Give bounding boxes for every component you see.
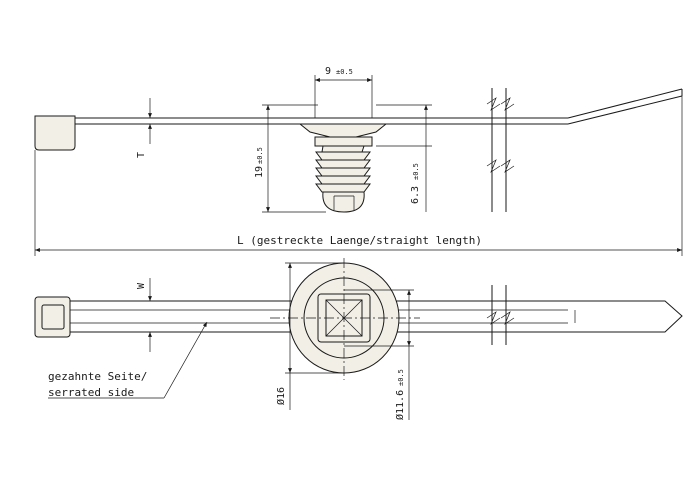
svg-text:Ø16: Ø16 <box>275 387 287 405</box>
svg-text:±0.5: ±0.5 <box>412 163 420 180</box>
dim-6-3-label: 6.3 ±0.5 <box>410 163 421 204</box>
svg-text:±0.5: ±0.5 <box>336 68 353 76</box>
dim-dia11-6-label: Ø11.6 ±0.5 <box>394 369 406 420</box>
serrated-side-label-line1: gezahnte Seite/ <box>48 370 147 383</box>
dim-t-label: T <box>136 152 147 158</box>
svg-text:Ø11.6: Ø11.6 <box>394 390 406 420</box>
dim-w-label: W <box>136 282 147 289</box>
svg-text:±0.5: ±0.5 <box>256 147 264 164</box>
dim-dia16-label: Ø16 <box>275 387 287 405</box>
break-symbol-top <box>486 88 515 212</box>
svg-text:T: T <box>136 152 147 158</box>
tie-head-top <box>34 296 71 338</box>
dim-9-label: 9 ±0.5 <box>325 66 353 77</box>
svg-text:6.3: 6.3 <box>410 186 421 204</box>
svg-text:±0.5: ±0.5 <box>397 369 405 386</box>
tie-head-side <box>34 115 76 151</box>
svg-text:9: 9 <box>325 66 331 77</box>
svg-text:W: W <box>136 282 147 289</box>
dim-19-label: 19 ±0.5 <box>254 147 265 178</box>
side-view <box>34 75 683 256</box>
serrated-side-label-line2: serrated side <box>48 386 134 399</box>
push-mount-side <box>298 123 388 213</box>
dim-l-label: L (gestreckte Laenge/straight length) <box>237 234 482 247</box>
top-view <box>34 258 683 420</box>
svg-text:19: 19 <box>254 166 265 178</box>
break-symbol-bottom <box>486 285 515 345</box>
